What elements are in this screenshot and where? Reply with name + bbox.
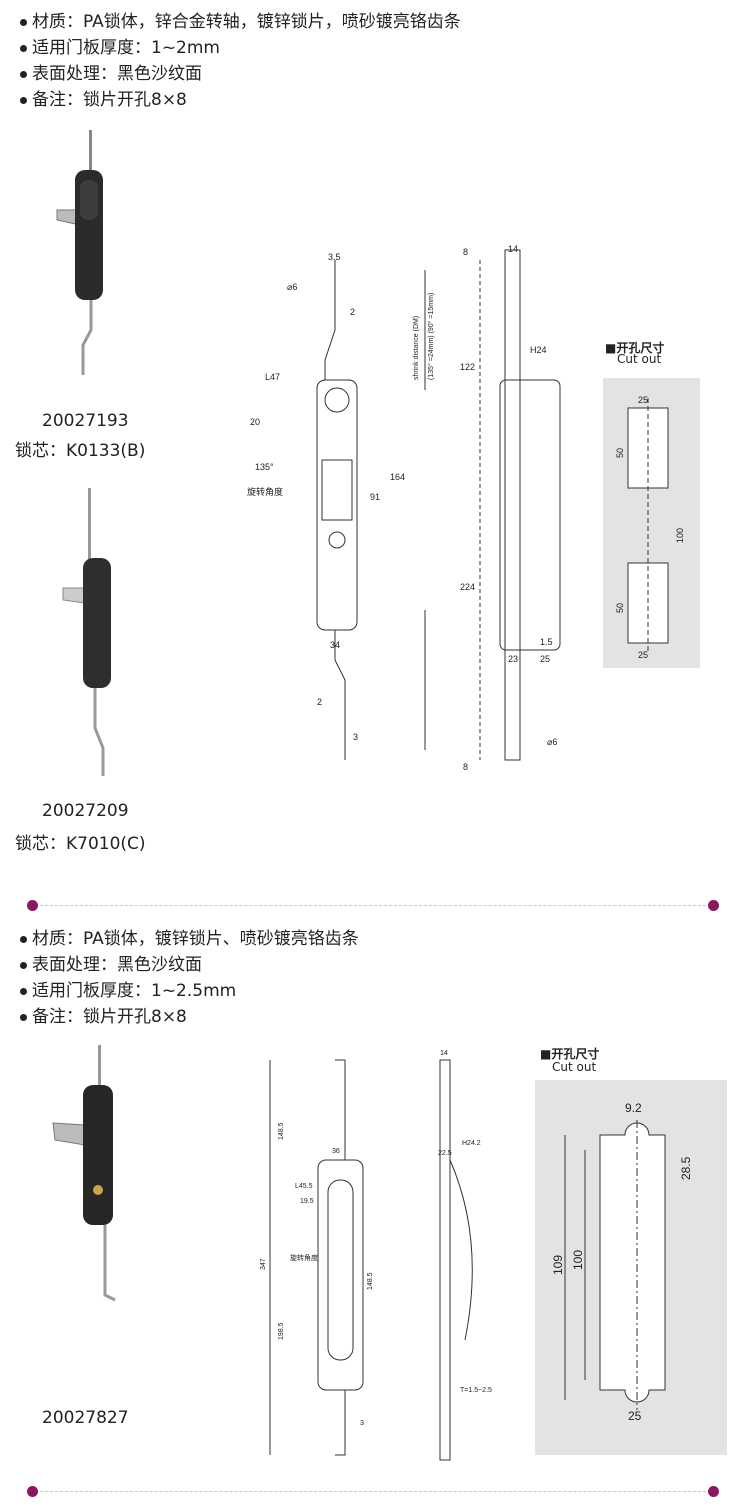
dim-label: 9.2 [625, 1101, 642, 1115]
technical-drawing-1: 3.5 ⌀6 2 L47 20 91 164 34 2 3 14 8 122 H… [247, 244, 561, 772]
dim-label: 198.5 [278, 1322, 285, 1340]
spec-item: 适用门板厚度：1~2mm [20, 35, 461, 61]
dim-label: 36 [332, 1148, 340, 1155]
dim-label: 25 [638, 650, 648, 660]
dim-label: H24 [530, 345, 547, 355]
dim-label: 164 [390, 472, 405, 482]
product-code: 20027827 [42, 1408, 129, 1428]
dim-label: 28.5 [679, 1156, 693, 1180]
dim-label: 8 [463, 762, 468, 772]
spec-item: 备注：锁片开孔8×8 [20, 87, 461, 113]
dim-label: 347 [260, 1258, 267, 1270]
dim-label: 19.5 [300, 1198, 314, 1205]
spec-item: 表面处理：黑色沙纹面 [20, 952, 359, 978]
shrink-label: shrink distance (DM) [413, 316, 420, 380]
dim-label: 2 [317, 697, 322, 707]
dim-label: 23 [508, 654, 518, 664]
dim-label: 3 [353, 732, 358, 742]
dim-label: 14 [440, 1050, 448, 1057]
dim-label: 50 [615, 448, 625, 458]
dim-label: ⌀6 [287, 282, 297, 292]
dim-label: 148.5 [278, 1122, 285, 1140]
section-divider [27, 900, 719, 911]
dim-label: H24.2 [462, 1140, 481, 1147]
rotate-angle-label: 旋转角度 [290, 1253, 318, 1262]
dim-label: 3.5 [328, 252, 341, 262]
dim-label: L45.5 [295, 1183, 313, 1190]
rotate-angle-label: 旋转角度 [247, 486, 283, 497]
cutout-diagram-2: 9.2 28.5 109 100 25 [535, 1080, 727, 1455]
shrink-values: (135° =24mm) (90° =15mm) [427, 293, 435, 380]
dim-label: L47 [265, 372, 280, 382]
dim-label: 14 [508, 244, 518, 254]
cutout-subtitle: Cut out [617, 352, 662, 366]
spec-item: 备注：锁片开孔8×8 [20, 1004, 359, 1030]
dim-label: 25 [628, 1409, 642, 1423]
dim-label: 25 [540, 654, 550, 664]
cutout-title: ■开孔尺寸 [605, 341, 665, 355]
cutout-diagram-1: 25 50 100 50 25 [603, 378, 700, 668]
dim-label: 122 [460, 362, 475, 372]
lock-core: 锁芯：K0133(B) [15, 441, 146, 461]
dim-label: 100 [675, 528, 685, 543]
product-image-20027209 [62, 488, 111, 776]
dim-label: 2 [350, 307, 355, 317]
dim-label: 109 [551, 1255, 565, 1275]
dim-label: 148.5 [367, 1272, 374, 1290]
product-image-20027193 [56, 130, 103, 375]
dim-label: 100 [571, 1250, 585, 1270]
dim-label: T=1.5~2.5 [460, 1387, 492, 1394]
spec-list-1: 材质：PA锁体，锌合金转轴，镀锌锁片，喷砂镀亮铬齿条 适用门板厚度：1~2mm … [20, 9, 461, 113]
dim-label: 50 [615, 603, 625, 613]
dim-label: 224 [460, 582, 475, 592]
cutout-title: ■开孔尺寸 [540, 1047, 600, 1061]
dim-label: 34 [330, 640, 340, 650]
dim-label: 91 [370, 492, 380, 502]
lock-core: 锁芯：K7010(C) [15, 834, 146, 854]
dim-label: 22.5 [438, 1150, 452, 1157]
dim-label: 1.5 [540, 637, 553, 647]
cutout-subtitle: Cut out [552, 1060, 597, 1074]
spec-item: 材质：PA锁体，镀锌锁片、喷砂镀亮铬齿条 [20, 926, 359, 952]
section-divider [27, 1486, 719, 1497]
dim-label: 25 [638, 395, 648, 405]
spec-list-2: 材质：PA锁体，镀锌锁片、喷砂镀亮铬齿条 表面处理：黑色沙纹面 适用门板厚度：1… [20, 926, 359, 1030]
dim-label: 8 [463, 247, 468, 257]
product-code: 20027193 [42, 411, 129, 431]
product-image-20027827 [52, 1045, 116, 1302]
dim-label: ⌀6 [547, 737, 557, 747]
product-code: 20027209 [42, 801, 129, 821]
spec-item: 材质：PA锁体，锌合金转轴，镀锌锁片，喷砂镀亮铬齿条 [20, 9, 461, 35]
spec-item: 适用门板厚度：1~2.5mm [20, 978, 359, 1004]
rotate-angle-value: 135° [255, 462, 274, 472]
dim-label: 3 [360, 1420, 364, 1427]
spec-item: 表面处理：黑色沙纹面 [20, 61, 461, 87]
dim-label: 20 [250, 417, 260, 427]
technical-drawing-2: 347 148.5 36 L45.5 19.5 148.5 198.5 3 14… [260, 1050, 492, 1461]
